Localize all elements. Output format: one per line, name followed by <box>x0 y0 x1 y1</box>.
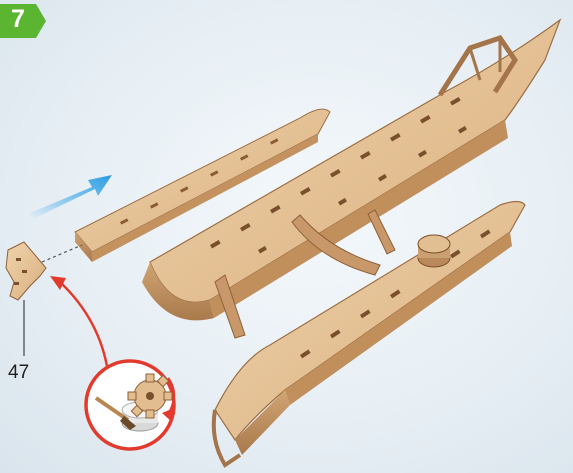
guide-line <box>42 245 82 262</box>
glue-detail <box>86 361 174 449</box>
part-47 <box>6 242 46 300</box>
glue-indicator-arrow <box>50 276 108 372</box>
part-number-label: 47 <box>8 362 29 384</box>
assembly-arrow-icon <box>30 175 112 219</box>
step-number: 7 <box>0 2 36 36</box>
